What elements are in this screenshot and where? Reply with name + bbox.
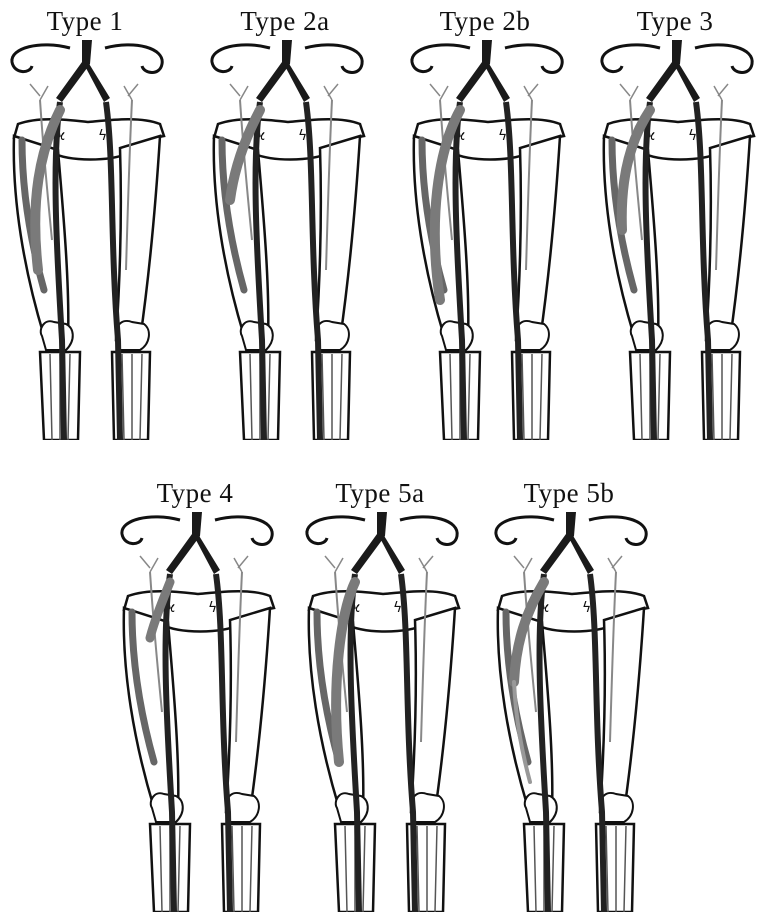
panel-label: Type 5b <box>484 478 654 509</box>
leg-venous-illustration <box>400 40 570 440</box>
panel-label: Type 2b <box>400 6 570 37</box>
panel-type-2a: Type 2a <box>200 0 370 440</box>
leg-venous-illustration <box>0 40 170 440</box>
leg-venous-illustration <box>110 512 280 912</box>
panel-type-3: Type 3 <box>590 0 760 440</box>
panel-type-4: Type 4 <box>110 472 280 912</box>
leg-venous-illustration <box>590 40 760 440</box>
panel-label: Type 2a <box>200 6 370 37</box>
leg-venous-illustration <box>295 512 465 912</box>
panel-type-5a: Type 5a <box>295 472 465 912</box>
panel-type-5b: Type 5b <box>484 472 654 912</box>
leg-venous-illustration <box>200 40 370 440</box>
panel-type-2b: Type 2b <box>400 0 570 440</box>
panel-type-1: Type 1 <box>0 0 170 440</box>
panel-label: Type 5a <box>295 478 465 509</box>
panel-label: Type 3 <box>590 6 760 37</box>
panel-label: Type 1 <box>0 6 170 37</box>
leg-venous-illustration <box>484 512 654 912</box>
panel-label: Type 4 <box>110 478 280 509</box>
